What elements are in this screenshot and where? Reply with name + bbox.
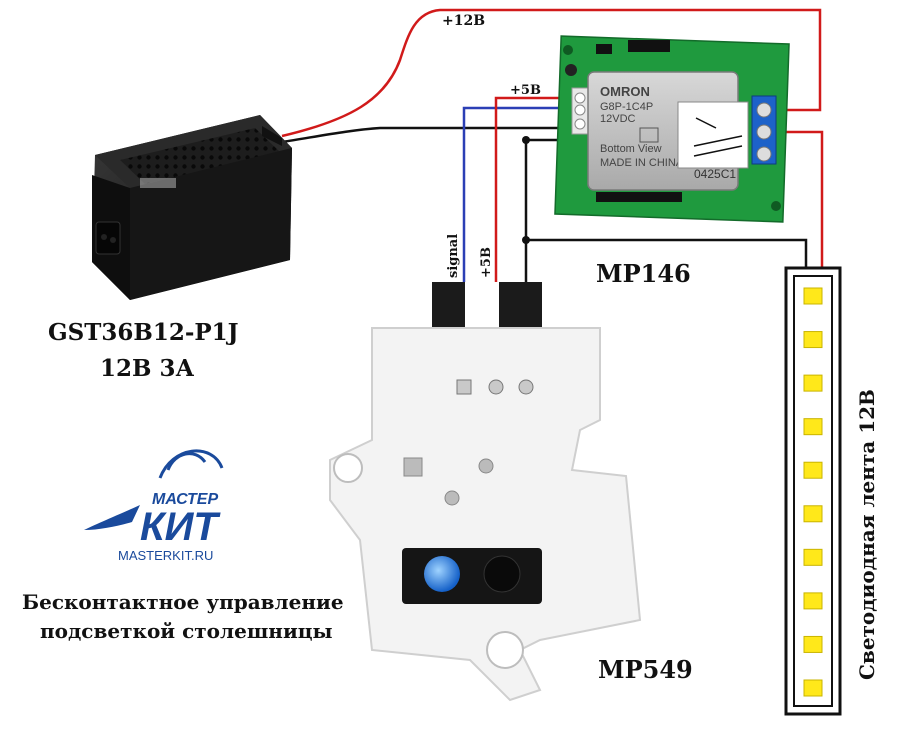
junction-dot-bottom [522, 236, 530, 244]
label-plus5v-top: +5В [510, 83, 541, 98]
led-cell [803, 461, 823, 479]
led-cell [803, 331, 823, 349]
led-cell [803, 287, 823, 305]
relay-code: 0425C1 [694, 167, 736, 181]
sensor-board [329, 282, 642, 702]
psu-rating: 12В 3А [100, 355, 194, 382]
led-cell [803, 548, 823, 566]
wire-plus12v-from-psu [281, 8, 822, 138]
relay-name: MP146 [596, 259, 691, 288]
relay-module: OMRON G8P-1C4P 12VDC Bottom View MADE IN… [554, 35, 790, 223]
label-signal: signal [446, 234, 461, 278]
relay-made: MADE IN CHINA [600, 157, 684, 169]
sensor-name: MP549 [598, 655, 693, 684]
power-supply [92, 115, 292, 300]
wire-ground-strip [526, 238, 808, 268]
relay-view: Bottom View [600, 143, 662, 155]
logo-url: MASTERKIT.RU [118, 548, 213, 563]
led-cell [803, 418, 823, 436]
masterkit-logo: МАСТЕР КИТ MASTERKIT.RU [84, 449, 224, 563]
led-strip [784, 266, 842, 716]
wire-ground-from-psu [281, 126, 568, 144]
label-plus12v: +12В [442, 13, 485, 29]
caption-line1: Бесконтактное управление [22, 590, 344, 614]
led-cell [803, 374, 823, 392]
led-cells [803, 287, 823, 697]
label-plus5v-side: +5В [479, 247, 494, 278]
led-cell [803, 635, 823, 653]
led-cell [803, 505, 823, 523]
junction-dot-top [522, 136, 530, 144]
led-cell [803, 592, 823, 610]
caption-line2: подсветкой столешницы [40, 619, 333, 643]
psu-model: GST36B12-P1J [48, 319, 239, 346]
led-strip-label: Светодиодная лента 12В [855, 389, 879, 680]
relay-voltage: 12VDC [600, 113, 636, 125]
wires [281, 8, 824, 385]
logo-word-top: МАСТЕР [152, 491, 218, 508]
relay-model: G8P-1C4P [600, 101, 653, 113]
logo-word-main: КИТ [140, 505, 221, 549]
relay-brand: OMRON [600, 84, 650, 99]
led-cell [803, 679, 823, 697]
